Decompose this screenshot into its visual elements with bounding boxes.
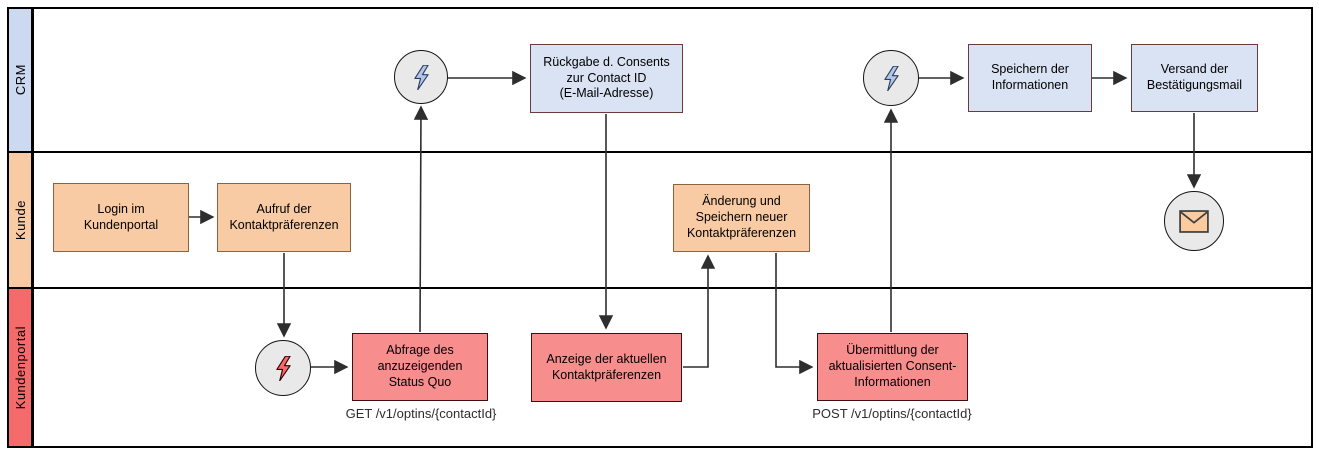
task-login-kundenportal-label: Login im Kundenportal bbox=[83, 201, 159, 232]
task-abfrage-status-quo-label: Abfrage des anzuzeigenden Status Quo bbox=[377, 343, 463, 389]
task-aufruf-kontaktpraeferenzen-label: Aufruf der Kontaktpräferenzen bbox=[229, 201, 339, 232]
portal-event-circle bbox=[255, 340, 311, 396]
task-aenderung-speichern: Änderung und Speichern neuer Kontaktpräf… bbox=[673, 184, 810, 252]
task-rueckgabe-consents-label: Rückgabe d. Consents zur Contact ID (E-M… bbox=[543, 54, 670, 101]
lane-label-kundenportal: Kundenportal bbox=[9, 289, 31, 446]
crm-event-circle-1 bbox=[394, 50, 448, 104]
lightning-icon bbox=[883, 65, 899, 91]
lightning-icon bbox=[275, 355, 291, 381]
task-anzeige-kontaktpraeferenzen: Anzeige der aktuellen Kontaktpräferenzen bbox=[531, 333, 682, 402]
post-endpoint-label: POST /v1/optins/{contactId} bbox=[812, 406, 972, 421]
lane-separator-crm-kunde bbox=[9, 151, 1311, 153]
lane-label-kunde-text: Kunde bbox=[12, 199, 28, 241]
lane-label-kunde: Kunde bbox=[9, 153, 31, 287]
crm-event-circle-2 bbox=[863, 50, 919, 106]
task-aufruf-kontaktpraeferenzen: Aufruf der Kontaktpräferenzen bbox=[217, 183, 351, 252]
mail-event-circle bbox=[1164, 191, 1224, 251]
task-rueckgabe-consents: Rückgabe d. Consents zur Contact ID (E-M… bbox=[530, 44, 683, 113]
envelope-icon bbox=[1179, 209, 1209, 233]
lane-label-kundenportal-text: Kundenportal bbox=[12, 325, 28, 410]
lane-label-divider bbox=[31, 9, 34, 446]
task-versand-bestaetigungsmail-label: Versand der Bestätigungsmail bbox=[1146, 62, 1243, 92]
lightning-icon bbox=[413, 64, 429, 90]
task-abfrage-status-quo: Abfrage des anzuzeigenden Status Quo bbox=[352, 333, 488, 401]
task-versand-bestaetigungsmail: Versand der Bestätigungsmail bbox=[1131, 44, 1258, 112]
task-uebermittlung-consent-label: Übermittlung der aktualisierten Consent-… bbox=[828, 343, 957, 389]
task-anzeige-kontaktpraeferenzen-label: Anzeige der aktuellen Kontaktpräferenzen bbox=[546, 351, 667, 382]
task-speichern-informationen: Speichern der Informationen bbox=[968, 44, 1092, 112]
get-endpoint-label: GET /v1/optins/{contactId} bbox=[345, 406, 497, 421]
lane-separator-kunde-kundenportal bbox=[9, 287, 1311, 289]
task-login-kundenportal: Login im Kundenportal bbox=[53, 183, 189, 252]
lane-label-crm: CRM bbox=[9, 9, 31, 151]
task-uebermittlung-consent: Übermittlung der aktualisierten Consent-… bbox=[817, 333, 968, 401]
task-aenderung-speichern-label: Änderung und Speichern neuer Kontaktpräf… bbox=[686, 194, 797, 240]
lane-label-crm-text: CRM bbox=[12, 64, 28, 96]
task-speichern-informationen-label: Speichern der Informationen bbox=[991, 62, 1069, 92]
